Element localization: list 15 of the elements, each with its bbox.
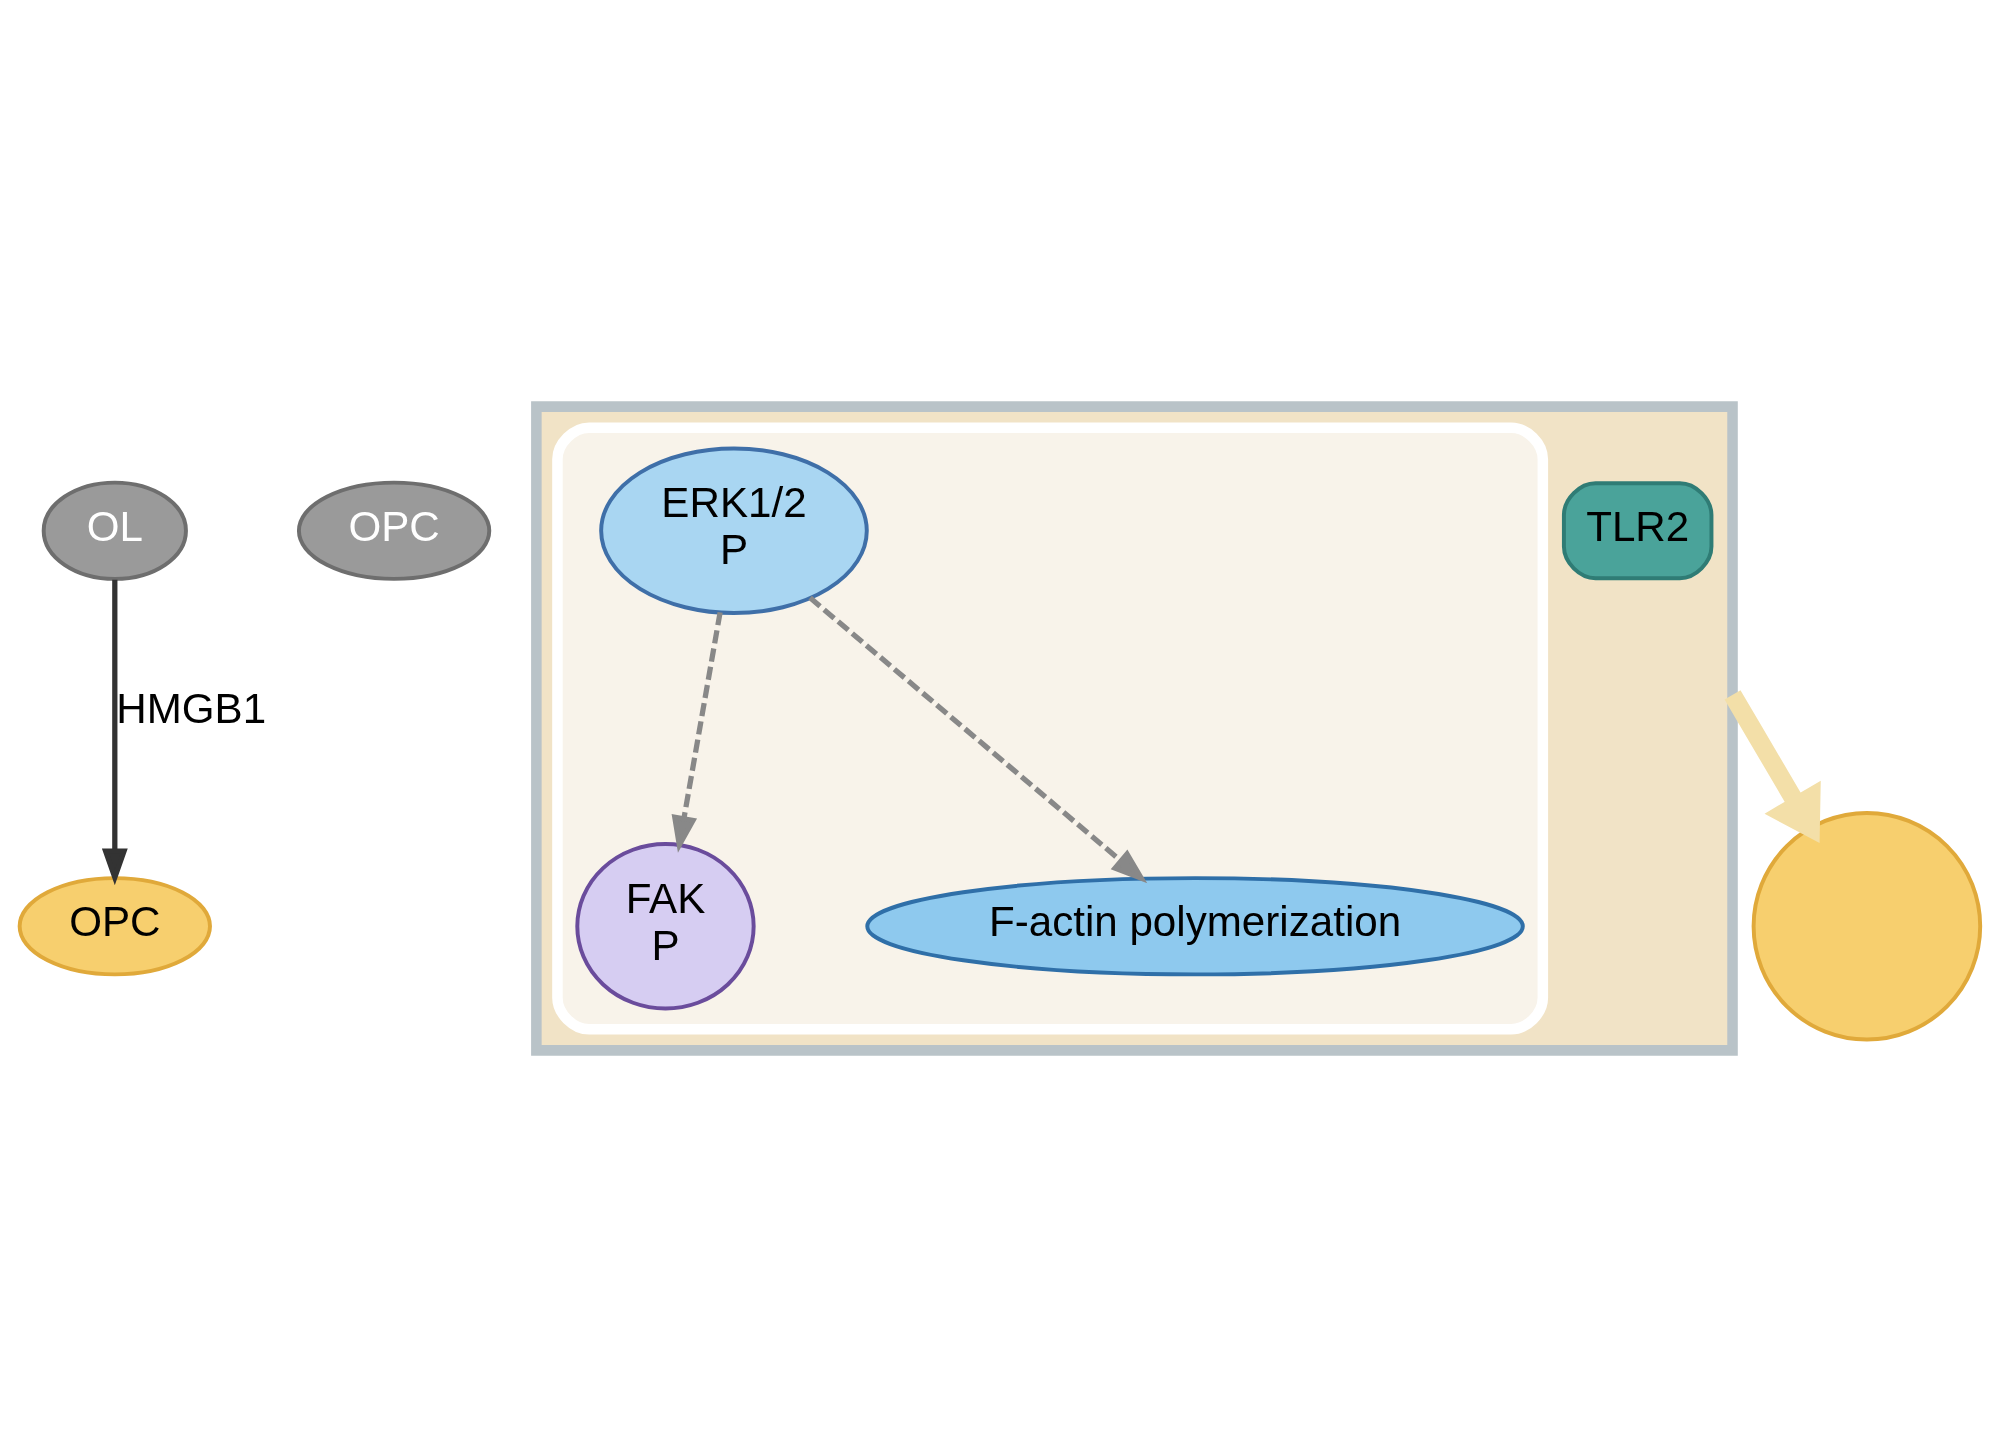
node-circle: FAK P — [575, 841, 756, 1010]
arrow — [101, 579, 128, 885]
node-circle — [1751, 810, 1983, 1042]
node-ellipse: OL — [41, 480, 188, 581]
node-box: TLR2 — [1561, 480, 1714, 580]
cluster — [552, 421, 1549, 1035]
node-ellipse: OPC — [17, 875, 212, 976]
arrow — [808, 595, 1148, 883]
node-ellipse: ERK1/2 P — [599, 446, 869, 615]
arrow — [671, 611, 723, 853]
edge-label: HMGB1 — [116, 684, 267, 732]
arrow — [1724, 689, 1821, 843]
node-ellipse: F-actin polymerization — [865, 875, 1525, 976]
node-ellipse: OPC — [296, 480, 492, 581]
cluster — [531, 400, 1738, 1056]
